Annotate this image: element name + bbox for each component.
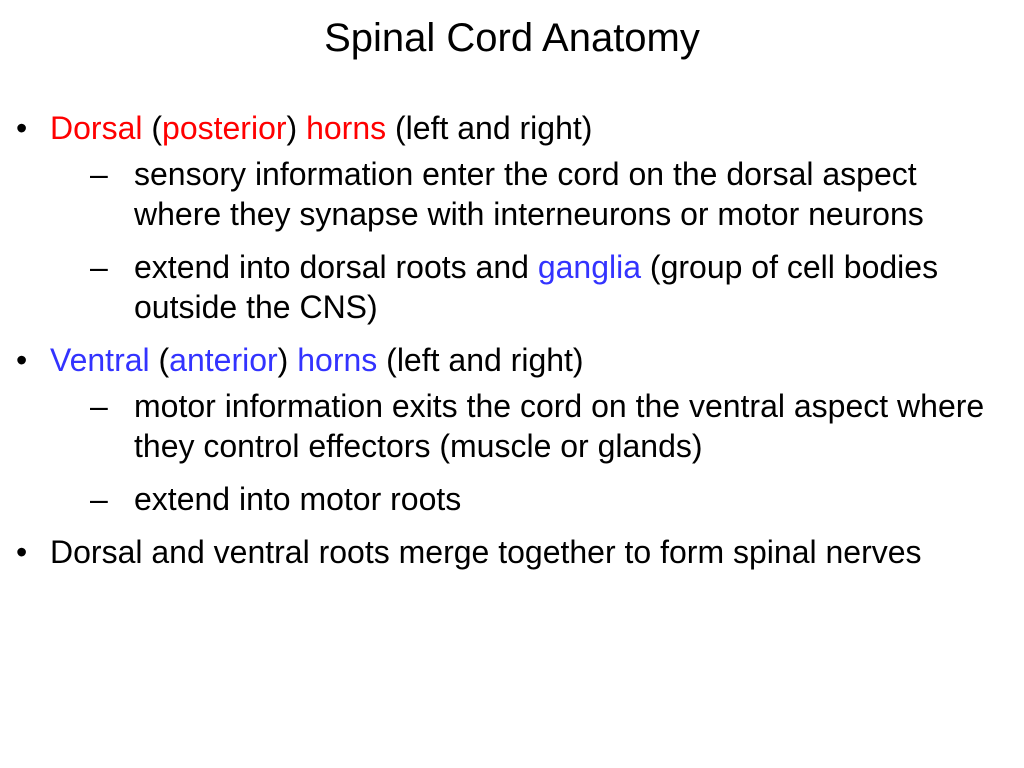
bullet-item-spinal-nerves: • Dorsal and ventral roots merge togethe… [16,532,1012,572]
sub-bullet-text: extend into motor roots [134,481,462,517]
bullet-marker: • [16,534,28,570]
sub-bullet-text: (group of cell bodies outside the CNS) [134,249,939,325]
sub-bullet-marker: – [90,481,108,517]
bullet-item-dorsal-horns: • Dorsal (posterior) horns (left and rig… [16,108,1012,327]
bullet-item-ventral-horns: • Ventral (anterior) horns (left and rig… [16,340,1012,519]
sub-bullet-list: – sensory information enter the cord on … [50,154,1012,327]
term-dorsal: Dorsal [50,110,143,146]
text-fragment: ) [286,110,307,146]
term-anterior: anterior [169,342,278,378]
sub-bullet-marker: – [90,156,108,192]
sub-bullet-motor-information: – motor information exits the cord on th… [90,386,1012,466]
term-posterior: posterior [162,110,287,146]
sub-bullet-text: motor information exits the cord on the … [134,388,985,464]
slide-title: Spinal Cord Anatomy [324,16,700,60]
bullet-marker: • [16,342,28,378]
term-horns: horns [297,342,378,378]
bullet-text: Dorsal and ventral roots merge together … [50,534,922,570]
term-ganglia: ganglia [537,249,642,285]
sub-bullet-marker: – [90,249,108,285]
bullet-list: • Dorsal (posterior) horns (left and rig… [16,108,1012,577]
sub-bullet-motor-roots: – extend into motor roots [90,479,1012,519]
sub-bullet-list: – motor information exits the cord on th… [50,386,1012,519]
sub-bullet-text: extend into dorsal roots and [134,249,538,285]
sub-bullet-marker: – [90,388,108,424]
text-fragment: (left and right) [377,342,584,378]
text-fragment: ( [149,342,170,378]
text-fragment: ) [277,342,298,378]
sub-bullet-text: sensory information enter the cord on th… [134,156,924,232]
bullet-marker: • [16,110,28,146]
sub-bullet-dorsal-roots: – extend into dorsal roots and ganglia (… [90,247,1012,327]
text-fragment: (left and right) [386,110,593,146]
text-fragment: ( [142,110,163,146]
term-horns: horns [306,110,387,146]
sub-bullet-sensory-information: – sensory information enter the cord on … [90,154,1012,234]
term-ventral: Ventral [50,342,150,378]
